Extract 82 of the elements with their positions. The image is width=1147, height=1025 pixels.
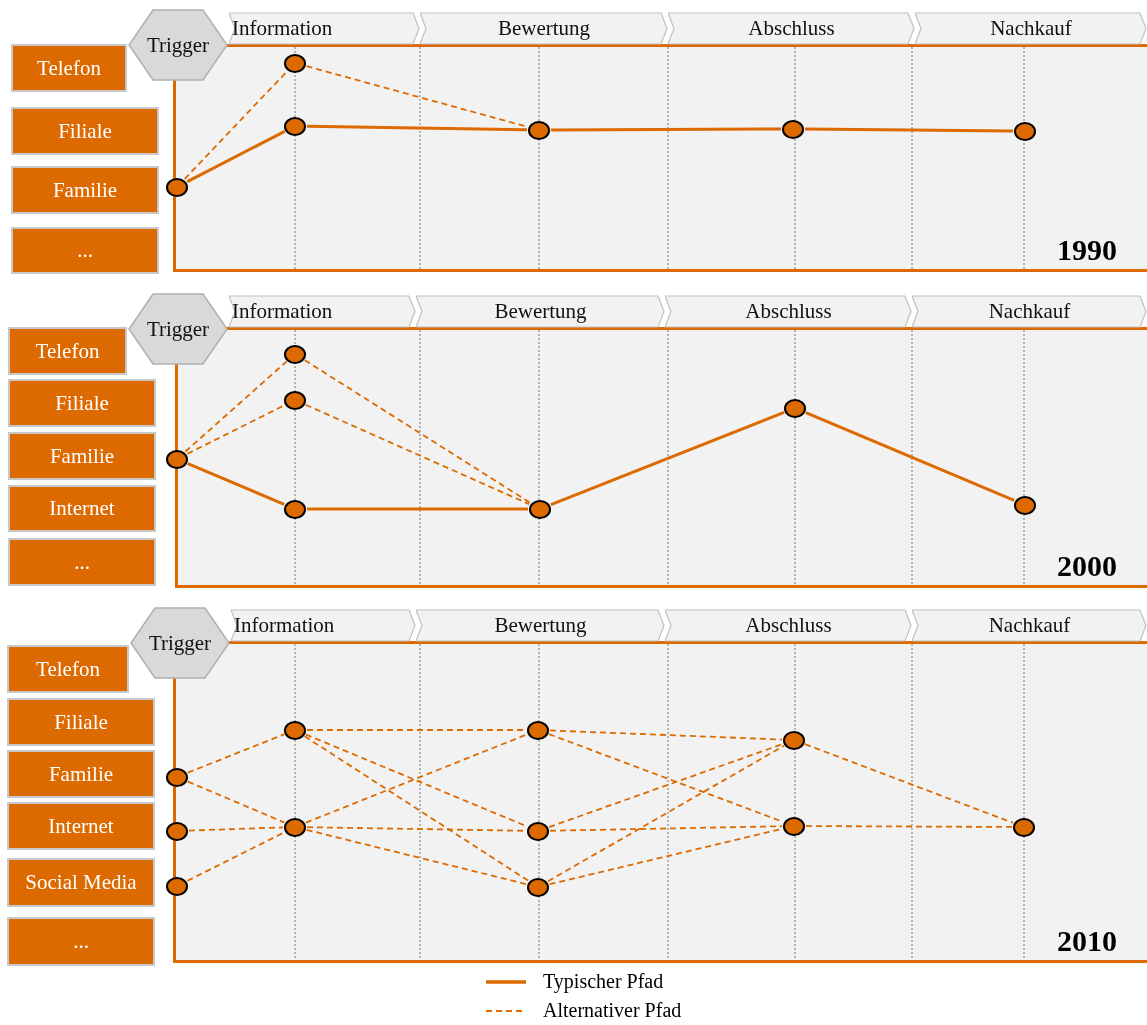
channel-box: ... — [7, 917, 155, 966]
touchpoint-dot — [783, 730, 805, 750]
trigger-hexagon: Trigger — [130, 607, 230, 679]
touchpoint-dot — [284, 720, 306, 740]
touchpoint-dot — [166, 767, 188, 787]
dashed-path-line — [303, 735, 530, 882]
touchpoint-dot — [1013, 817, 1035, 837]
dashed-path-line — [303, 359, 532, 504]
touchpoint-dot — [284, 53, 306, 73]
path-line — [551, 127, 781, 132]
path-line — [805, 127, 1013, 133]
stage-chevron: Abschluss — [668, 12, 915, 45]
channel-box: Internet — [7, 802, 155, 850]
dashed-path-line — [187, 733, 285, 774]
dashed-path-line — [549, 825, 783, 832]
dashed-path-line — [805, 825, 1013, 828]
year-label: 1990 — [1057, 233, 1117, 267]
path-line — [306, 124, 528, 132]
channel-box: Telefon — [11, 44, 127, 92]
channel-box: Telefon — [8, 327, 127, 375]
touchpoint-dot — [1014, 495, 1036, 515]
touchpoint-dot — [527, 720, 549, 740]
touchpoint-dot — [284, 344, 306, 364]
dashed-path-line — [549, 729, 783, 741]
touchpoint-dot — [528, 120, 550, 140]
stage-chevron: Abschluss — [665, 295, 912, 328]
touchpoint-dot — [166, 876, 188, 896]
path-line — [805, 411, 1015, 502]
channel-box: Filiale — [8, 379, 156, 427]
channel-box: Telefon — [7, 645, 129, 693]
legend-label: Alternativer Pfad — [543, 999, 682, 1022]
channel-box: Familie — [7, 750, 155, 798]
channel-box: ... — [11, 227, 159, 274]
dashed-path-line — [184, 360, 288, 453]
stage-chevron: Bewertung — [416, 295, 665, 328]
path-line — [186, 130, 286, 183]
channel-box: Filiale — [7, 698, 155, 746]
trigger-hexagon: Trigger — [128, 293, 228, 365]
touchpoint-dot — [284, 817, 306, 837]
path-line — [307, 507, 528, 511]
touchpoint-dot — [527, 821, 549, 841]
path-line — [187, 462, 285, 506]
touchpoint-dot — [166, 821, 188, 841]
touchpoint-dot — [166, 177, 188, 197]
stage-chevron: Abschluss — [665, 609, 912, 642]
channel-box: Filiale — [11, 107, 159, 155]
dashed-path-line — [547, 744, 785, 883]
touchpoint-dot — [166, 449, 188, 469]
legend-label: Typischer Pfad — [543, 970, 664, 993]
channel-box: Internet — [8, 485, 156, 532]
year-label: 2010 — [1057, 924, 1117, 958]
path-line — [550, 410, 785, 507]
dashed-path-line — [804, 743, 1014, 824]
dashed-path-line — [548, 743, 784, 828]
stage-chevron: Information — [229, 12, 420, 45]
trigger-hexagon: Trigger — [128, 9, 228, 81]
touchpoint-dot — [529, 499, 551, 519]
dashed-path-line — [186, 780, 286, 824]
touchpoint-dot — [284, 116, 306, 136]
touchpoint-dot — [783, 816, 805, 836]
touchpoint-dot — [284, 499, 306, 519]
stage-chevron: Bewertung — [420, 12, 668, 45]
stage-chevron: Nachkauf — [912, 609, 1147, 642]
channel-box: Social Media — [7, 858, 155, 907]
dashed-path-line — [305, 828, 528, 886]
year-label: 2000 — [1057, 549, 1117, 583]
dashed-path-line — [188, 826, 284, 832]
touchpoint-dot — [284, 390, 306, 410]
dashed-path-line — [183, 70, 289, 180]
stage-chevron: Nachkauf — [912, 295, 1147, 328]
touchpoint-dot — [527, 877, 549, 897]
stage-chevron: Information — [231, 609, 416, 642]
stage-chevron: Information — [229, 295, 416, 328]
channel-box: Familie — [11, 166, 159, 214]
stage-chevron: Nachkauf — [915, 12, 1147, 45]
touchpoint-dot — [1014, 121, 1036, 141]
stage-chevron: Bewertung — [416, 609, 665, 642]
channel-box: ... — [8, 538, 156, 586]
touchpoint-dot — [784, 398, 806, 418]
touchpoint-dot — [782, 119, 804, 139]
dashed-path-line — [304, 403, 531, 506]
channel-box: Familie — [8, 432, 156, 480]
